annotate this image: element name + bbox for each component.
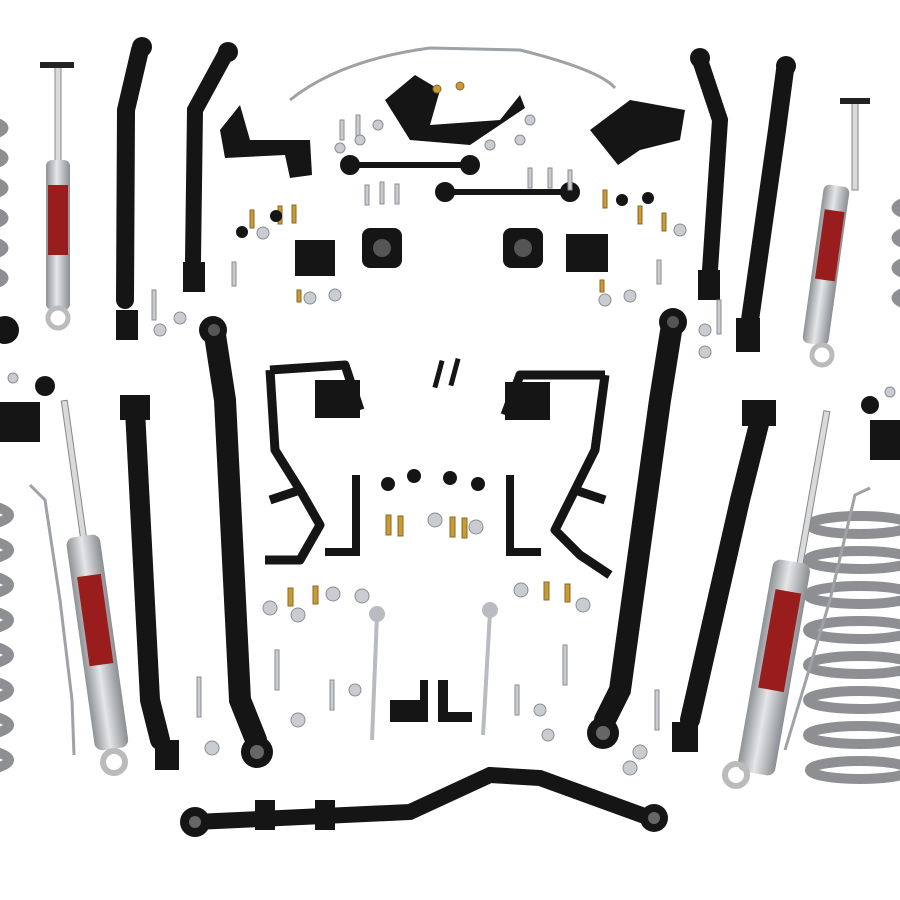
spacer-block-left xyxy=(295,240,335,276)
bump-stop-left xyxy=(362,228,402,268)
shock-bottom-right xyxy=(722,410,831,789)
bracket-top-left xyxy=(220,105,312,178)
shock-top-right xyxy=(802,98,870,368)
brake-line-top xyxy=(289,46,617,102)
control-arm-top-1 xyxy=(116,37,152,340)
bracket-top-right xyxy=(590,100,685,165)
control-arm-lower-1 xyxy=(120,395,179,770)
sway-link-bottom-left xyxy=(369,606,385,741)
shock-top-left xyxy=(40,62,74,331)
small-bracket-pair xyxy=(325,475,541,722)
coil-spring-top-left xyxy=(0,118,9,288)
bracket-top-center xyxy=(385,75,525,145)
hardware-black xyxy=(0,192,900,491)
sway-link-top xyxy=(340,155,580,202)
control-arm-lower-3 xyxy=(587,308,687,749)
hardware-zinc xyxy=(7,114,896,776)
coil-spring-top-right xyxy=(891,198,900,308)
brake-line-right xyxy=(783,486,871,751)
coil-spring-bottom-right xyxy=(803,511,900,784)
bump-stop-right xyxy=(503,228,543,268)
bracket-mid-left xyxy=(265,360,365,565)
track-bar xyxy=(180,766,668,837)
control-arm-top-3 xyxy=(690,48,729,300)
brake-line-left xyxy=(28,483,76,756)
spacer-block-right xyxy=(566,234,608,272)
coil-spring-bottom-left xyxy=(0,502,14,773)
bracket-mid-right xyxy=(500,370,613,579)
control-arm-lower-2 xyxy=(199,316,273,768)
control-arm-top-4 xyxy=(736,56,796,352)
sway-link-bottom-right xyxy=(481,602,498,736)
control-arm-lower-4 xyxy=(672,400,776,752)
control-arm-top-2 xyxy=(183,42,238,292)
shock-bottom-left xyxy=(60,399,129,776)
